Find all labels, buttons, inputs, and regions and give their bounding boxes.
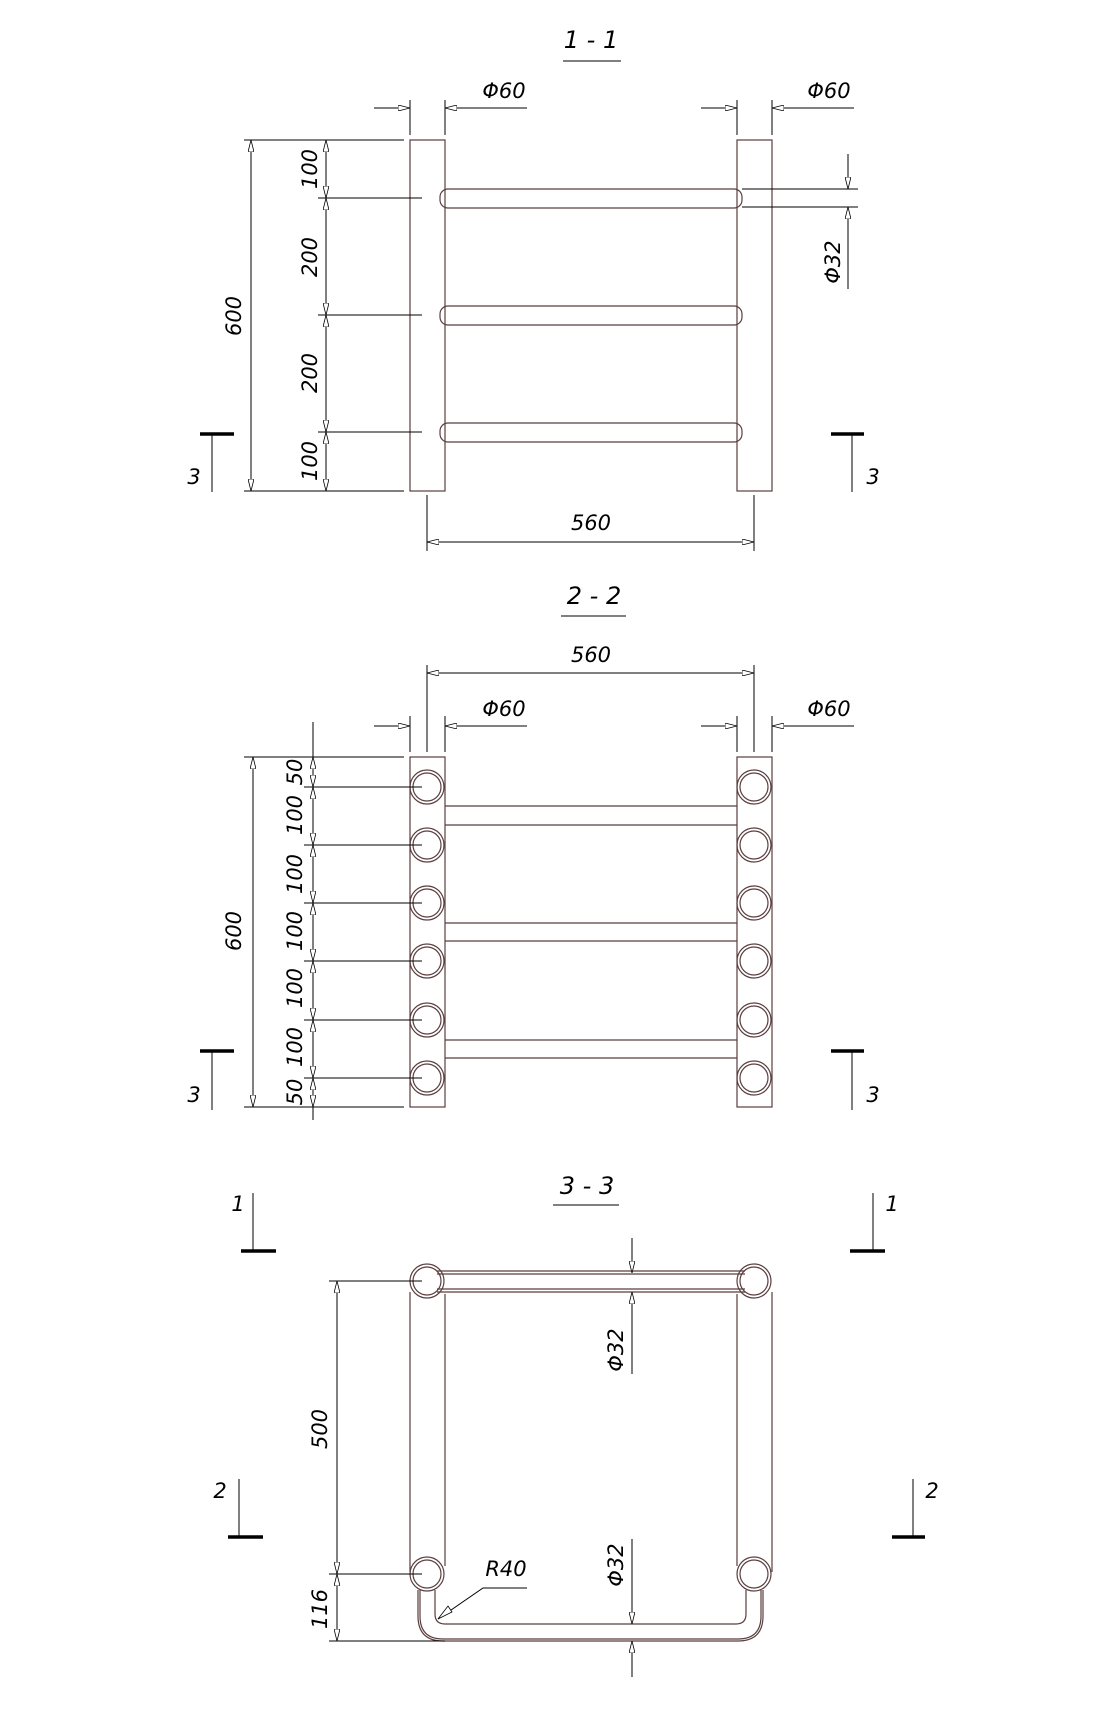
section-1-1: 1 - 1 Φ60 Φ60 600 [187,26,880,551]
dim-label: 200 [298,237,322,277]
rail-hole-inner [739,1005,769,1035]
dim-label: 100 [298,441,322,481]
dim-post-dia-right: Φ60 [701,79,854,135]
rail-bottom [439,422,743,443]
section-title: 1 - 1 [564,26,618,54]
cut-mark-3-right: 3 [831,1049,880,1110]
dim-label: Φ60 [807,79,850,103]
rail-holes [409,769,772,1096]
cut-label: 3 [187,465,200,489]
dim-total-height: 600 [222,756,404,1108]
dim-width: 560 [426,495,755,551]
rail-hole-inner [739,1063,769,1093]
dim-post-dia-left: Φ60 [374,79,527,135]
dim-label: 600 [222,911,246,951]
dim-rail-dia-top: Φ32 [604,1238,632,1374]
section-2-2: 2 - 2 560 Φ60 Φ60 [187,582,880,1120]
rail-hole [736,1002,772,1038]
rail-hole [736,1060,772,1096]
rail-hole-inner [739,888,769,918]
cut-mark-3-left: 3 [187,432,234,492]
section-3-3: 3 - 3 Φ32 Φ32 [213,1172,939,1677]
cut-label: 3 [866,1083,879,1107]
rail-hole-inner [739,772,769,802]
dim-label: 500 [308,1409,332,1449]
section-title: 3 - 3 [560,1172,614,1200]
cut-label: 1 [885,1192,898,1216]
dim-label: 50 [283,1079,307,1106]
cut-mark-3-left: 3 [187,1049,234,1110]
rail-hole [736,769,772,805]
dim-depth: 500 116 [308,1280,445,1642]
dim-hole-spacing: 50 100 100 100 100 100 50 [283,722,422,1120]
dim-label: Φ60 [807,697,850,721]
rail-hole-inner [739,946,769,976]
left-post [409,756,446,1108]
cut-label: 1 [231,1192,244,1216]
posts [409,139,773,492]
dim-post-dia-right: Φ60 [701,697,854,752]
section-title: 2 - 2 [567,582,621,610]
right-post [736,756,773,1108]
dim-label: 600 [222,296,246,336]
rail-hole [736,827,772,863]
dim-label: 50 [283,759,307,786]
dim-width: 560 [426,643,755,752]
dim-label: 560 [571,511,611,535]
rail-hole [736,885,772,921]
dim-label: 116 [308,1589,332,1629]
dim-rail-dia-bottom: Φ32 [604,1539,632,1677]
dim-total-height: 600 [222,139,404,492]
rails [439,188,743,443]
dim-label: 100 [283,911,307,951]
rail-top [439,188,743,209]
dim-label: Φ32 [821,240,845,283]
cut-mark-2-left: 2 [213,1479,263,1539]
dim-rail-dia: Φ32 [742,154,858,289]
rails [445,805,737,1059]
cut-mark-2-right: 2 [892,1479,939,1539]
cut-label: 3 [187,1083,200,1107]
dim-label: 100 [283,1027,307,1067]
dim-label: 100 [283,854,307,894]
cut-mark-1-right: 1 [850,1192,899,1253]
dim-label: 100 [283,795,307,835]
dim-label: 100 [298,149,322,189]
rail-hole-inner [739,830,769,860]
dim-label: Φ60 [482,697,525,721]
rail-middle [439,305,743,326]
dim-label: 200 [298,353,322,393]
right-post [736,139,773,492]
cut-label: 2 [213,1479,226,1503]
dim-label: 560 [571,643,611,667]
rail-hole [736,943,772,979]
cut-label: 2 [925,1479,938,1503]
dim-post-dia-left: Φ60 [374,697,527,752]
dim-label: R40 [485,1557,526,1581]
cut-mark-1-left: 1 [231,1192,276,1253]
dim-label: 100 [283,968,307,1008]
dim-label: Φ32 [604,1328,628,1371]
dim-bend-radius: R40 [437,1557,527,1620]
dim-label: Φ32 [604,1543,628,1586]
dim-rail-spacing: 100 200 200 100 [298,140,422,491]
dim-label: Φ60 [482,79,525,103]
frame [409,1263,773,1642]
cut-mark-3-right: 3 [831,432,880,492]
cut-label: 3 [866,465,879,489]
